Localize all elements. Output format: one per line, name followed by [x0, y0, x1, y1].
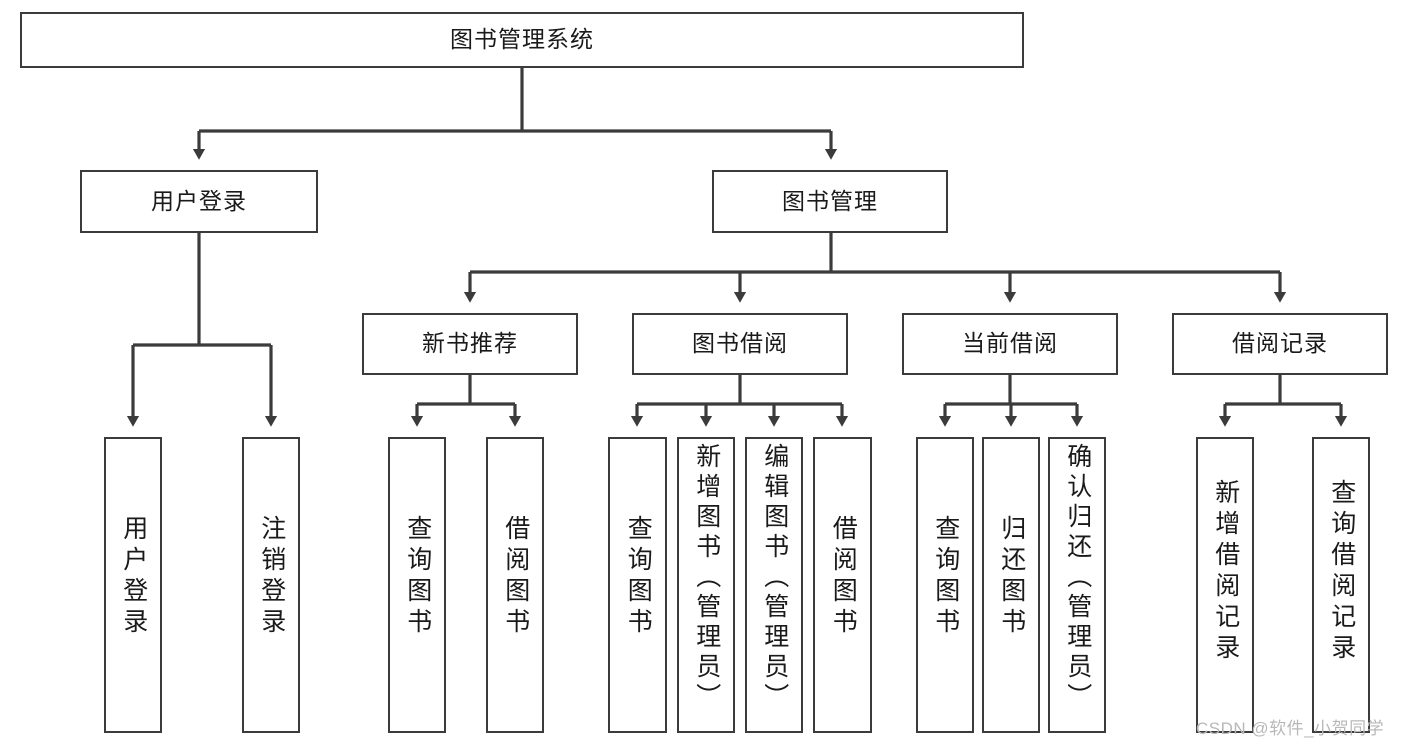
leaf-add-borrowing-record[interactable]: 新增借阅记录 — [1196, 437, 1254, 733]
leaf-user-login[interactable]: 用户登录 — [104, 437, 162, 733]
node-label: 归还图书 — [997, 515, 1026, 639]
node-label: 新增借阅记录 — [1211, 479, 1240, 665]
node-label: 查询借阅记录 — [1327, 479, 1356, 665]
node-label: 借阅图书 — [501, 515, 530, 639]
node-label: 编辑图书（管理员） — [760, 443, 789, 713]
node-current-borrowing[interactable]: 当前借阅 — [902, 313, 1118, 375]
node-label: 确认归还（管理员） — [1063, 443, 1092, 713]
leaf-confirm-return-admin[interactable]: 确认归还（管理员） — [1048, 437, 1106, 733]
leaf-edit-book-admin[interactable]: 编辑图书（管理员） — [745, 437, 803, 733]
node-label: 查询图书 — [931, 515, 960, 639]
leaf-return-book[interactable]: 归还图书 — [982, 437, 1040, 733]
leaf-borrow-book-borrowing[interactable]: 借阅图书 — [813, 437, 872, 733]
leaf-query-book-recommendation[interactable]: 查询图书 — [388, 437, 446, 733]
node-label: 当前借阅 — [962, 330, 1058, 357]
leaf-user-logout[interactable]: 注销登录 — [242, 437, 300, 733]
node-label: 新增图书（管理员） — [692, 443, 721, 713]
node-label: 查询图书 — [624, 515, 653, 639]
node-label: 借阅记录 — [1232, 330, 1328, 357]
node-label: 用户登录 — [119, 515, 148, 639]
node-book-management[interactable]: 图书管理 — [712, 170, 948, 233]
node-label: 图书借阅 — [692, 330, 788, 357]
node-borrowing-record[interactable]: 借阅记录 — [1172, 313, 1388, 375]
node-book-borrowing[interactable]: 图书借阅 — [632, 313, 848, 375]
leaf-query-borrowing-record[interactable]: 查询借阅记录 — [1312, 437, 1370, 733]
node-book-management-system[interactable]: 图书管理系统 — [20, 12, 1024, 68]
leaf-borrow-book-recommendation[interactable]: 借阅图书 — [486, 437, 544, 733]
leaf-query-book-current[interactable]: 查询图书 — [916, 437, 974, 733]
leaf-query-book-borrowing[interactable]: 查询图书 — [608, 437, 667, 733]
node-user-login[interactable]: 用户登录 — [80, 170, 318, 233]
node-label: 查询图书 — [403, 515, 432, 639]
node-label: 用户登录 — [151, 187, 247, 214]
node-label: 注销登录 — [257, 515, 286, 639]
node-label: 图书管理系统 — [450, 26, 594, 53]
node-new-book-recommendation[interactable]: 新书推荐 — [362, 313, 578, 375]
node-label: 借阅图书 — [829, 515, 858, 639]
watermark-text: CSDN @软件_小贺同学 — [1196, 719, 1385, 738]
node-label: 新书推荐 — [422, 330, 518, 357]
node-label: 图书管理 — [782, 187, 878, 214]
leaf-add-book-admin[interactable]: 新增图书（管理员） — [677, 437, 735, 733]
